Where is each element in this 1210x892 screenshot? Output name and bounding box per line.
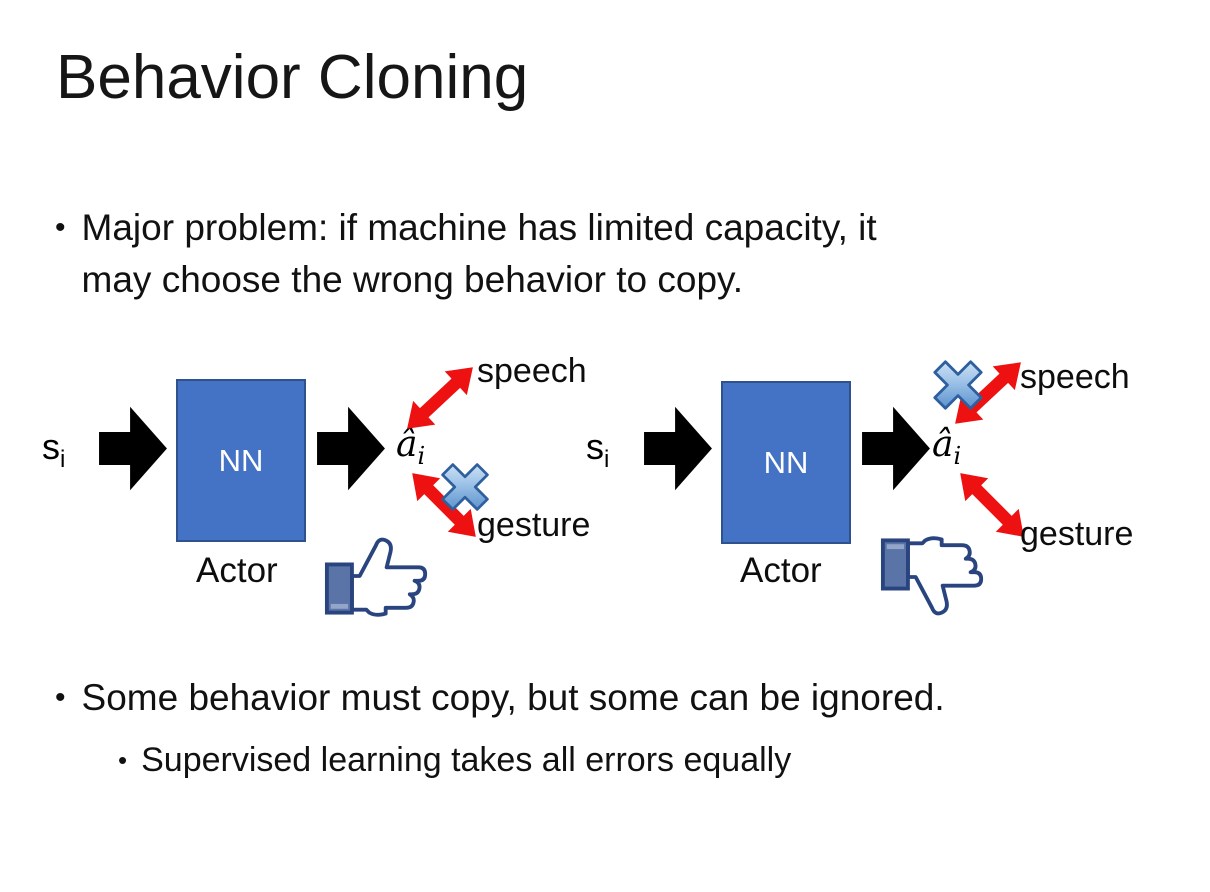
right-nn-box: NN [721,381,851,544]
thumbs-up-icon [324,533,430,619]
bullet-major-problem: • Major problem: if machine has limited … [55,202,1085,306]
left-output-subscript: i [417,442,426,471]
right-output-subscript: i [953,442,962,471]
left-actor-label: Actor [196,551,278,590]
right-gesture-label: gesture [1020,515,1134,553]
bullet-marker: • [55,211,66,244]
right-nn-label: NN [763,444,809,480]
bullet-supervised-learning: • Supervised learning takes all errors e… [118,736,791,784]
bullet-supervised-learning-text: Supervised learning takes all errors equ… [141,741,792,779]
page-title: Behavior Cloning [56,43,529,112]
bullet-marker: • [55,681,66,714]
bullet-some-behavior: • Some behavior must copy, but some can … [55,672,1135,724]
right-actor-label: Actor [740,551,822,590]
right-speech-label: speech [1020,358,1130,396]
thumbs-down-icon [880,534,986,620]
bullet-marker: • [118,745,128,775]
bullet-major-problem-text: Major problem: if machine has limited ca… [82,202,877,306]
left-gesture-label: gesture [477,506,591,544]
right-output-symbol: âi [932,424,962,471]
left-input-subscript: i [60,446,66,474]
left-speech-arrow-icon [394,353,486,442]
left-output-symbol: âi [396,424,426,471]
left-output-arrow-icon [316,400,386,497]
right-cross-icon [928,355,988,415]
left-input-arrow-icon [98,400,168,497]
bullet-line-1: Major problem: if machine has limited ca… [81,207,877,248]
left-speech-label: speech [477,352,587,390]
bullet-some-behavior-text: Some behavior must copy, but some can be… [81,677,945,718]
right-input-arrow-icon [643,400,713,497]
left-input-state: si [42,426,66,474]
left-nn-box: NN [176,379,306,542]
bullet-line-2: may choose the wrong behavior to copy. [81,259,744,300]
right-input-state: si [586,426,610,474]
right-output-arrow-icon [861,400,931,497]
left-nn-label: NN [218,442,264,478]
right-input-subscript: i [604,446,610,474]
